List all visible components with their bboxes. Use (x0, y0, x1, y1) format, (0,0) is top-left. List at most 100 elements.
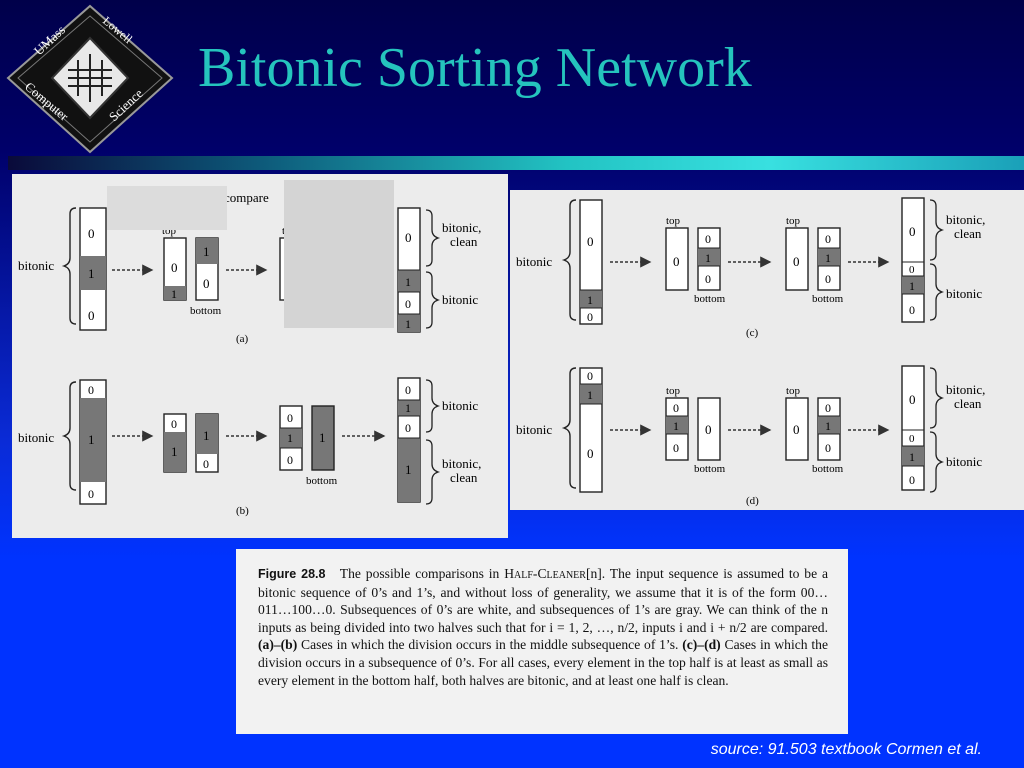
output-label-b-lower-2: clean (450, 470, 478, 485)
input-label-d: bitonic (516, 422, 552, 437)
output-cell-b-3: 0 (405, 421, 411, 435)
input-label-b: bitonic (18, 430, 54, 445)
input-cell-d-2: 1 (587, 388, 593, 402)
title-divider (8, 156, 1024, 170)
output-cell-c-3: 1 (909, 279, 915, 293)
figure-part-label-d: (d) (746, 495, 759, 507)
bottom-label-c-2: bottom (812, 293, 844, 305)
top-label-c: top (666, 215, 681, 227)
input-cell-d-1: 0 (587, 369, 593, 383)
output-cell-a-2: 1 (405, 275, 411, 289)
output-cell-c-2: 0 (909, 264, 915, 276)
bottom-cell-c-2: 1 (705, 251, 711, 265)
compare-top-b-3: 0 (287, 453, 293, 467)
bottom-cell-d: 0 (705, 422, 712, 437)
output-label-b-lower-1: bitonic, (442, 456, 481, 471)
compare-bottom-c-1: 0 (825, 232, 831, 246)
input-label-a: bitonic (18, 258, 54, 273)
input-cell-b-2: 1 (88, 432, 95, 447)
input-cell-b-3: 0 (88, 487, 94, 501)
stage-label-compare: compare (224, 190, 269, 205)
caption-ab-label: (a)–(b) (258, 637, 298, 653)
figure-part-label-a: (a) (236, 333, 249, 345)
compare-bottom-d-1: 0 (825, 401, 831, 415)
compare-bottom-c-2: 1 (825, 251, 831, 265)
figure-caption-scan: Figure 28.8 The possible comparisons in … (236, 549, 848, 734)
top-label-d: top (666, 385, 681, 397)
bottom-label-b: bottom (306, 475, 338, 487)
top-cell-a-2: 1 (171, 287, 177, 301)
output-label-d-upper-1: bitonic, (946, 382, 985, 397)
caption-cd-label: (c)–(d) (682, 637, 721, 653)
input-cell-c-3: 0 (587, 310, 593, 324)
output-label-d-lower: bitonic (946, 454, 982, 469)
input-cell-a-2: 1 (88, 266, 95, 281)
compare-top-c: 0 (793, 254, 800, 269)
input-cell-a-1: 0 (88, 226, 95, 241)
compare-bottom-c-3: 0 (825, 272, 831, 286)
bottom-label-d-1: bottom (694, 463, 726, 475)
input-cell-c-1: 0 (587, 234, 594, 249)
figure-caption: Figure 28.8 The possible comparisons in … (258, 565, 828, 689)
output-cell-c-1: 0 (909, 224, 916, 239)
diagram-ab: divide compare combine bitonic 0 1 0 top… (18, 190, 481, 517)
bottom-cell-c-1: 0 (705, 232, 711, 246)
bottom-label-c-1: bottom (694, 293, 726, 305)
input-cell-c-2: 1 (587, 293, 593, 307)
caption-text-1: The possible comparisons in (339, 566, 505, 581)
figure-scan-cd: bitonic 0 1 0 top 0 0 1 0 bottom top 0 0… (510, 190, 1024, 510)
bottom-cell-a-1: 1 (203, 244, 210, 259)
top-label-d-2: top (786, 385, 801, 397)
compare-top-b-1: 0 (287, 411, 293, 425)
output-label-d-upper-2: clean (954, 396, 982, 411)
top-cell-c: 0 (673, 254, 680, 269)
output-cell-d-1: 0 (909, 392, 916, 407)
output-cell-d-2: 0 (909, 433, 915, 445)
bottom-cell-a-2: 0 (203, 276, 210, 291)
output-cell-a-1: 0 (405, 230, 412, 245)
figure-part-label-b: (b) (236, 505, 249, 517)
compare-bottom-d-3: 0 (825, 441, 831, 455)
output-label-b-upper: bitonic (442, 398, 478, 413)
output-label-a-upper-2: clean (450, 234, 478, 249)
caption-cd-text: Cases in which the division occurs in a … (258, 637, 828, 688)
caption-text-2: [n]. The input sequence is assumed to be… (258, 566, 829, 635)
figure-scan-ab: divide compare combine bitonic 0 1 0 top… (12, 174, 508, 538)
output-label-a-upper-1: bitonic, (442, 220, 481, 235)
top-cell-d-1: 0 (673, 401, 679, 415)
output-cell-d-3: 1 (909, 450, 915, 464)
top-cell-b-1: 0 (171, 417, 177, 431)
output-cell-a-3: 0 (405, 297, 411, 311)
output-label-c-upper-2: clean (954, 226, 982, 241)
input-cell-b-1: 0 (88, 383, 94, 397)
input-cell-a-3: 0 (88, 308, 95, 323)
caption-figure-label: Figure 28.8 (258, 567, 326, 581)
top-cell-d-2: 1 (673, 419, 679, 433)
top-cell-b-2: 1 (171, 444, 178, 459)
input-cell-d-3: 0 (587, 446, 594, 461)
output-cell-d-4: 0 (909, 473, 915, 487)
compare-top-b-2: 1 (287, 431, 293, 445)
umass-lowell-cs-logo: UMass Lowell Computer Science (6, 4, 174, 154)
bottom-cell-b-2: 0 (203, 457, 209, 471)
output-label-a-lower: bitonic (442, 292, 478, 307)
output-label-c-lower: bitonic (946, 286, 982, 301)
caption-half-cleaner: Half-Cleaner (504, 566, 586, 581)
caption-ab-text: Cases in which the division occurs in th… (297, 637, 679, 653)
compare-top-d: 0 (793, 422, 800, 437)
output-cell-b-1: 0 (405, 383, 411, 397)
bottom-label-a-1: bottom (190, 305, 222, 317)
output-cell-a-4: 1 (405, 317, 411, 331)
output-cell-c-4: 0 (909, 303, 915, 317)
bottom-cell-c-3: 0 (705, 272, 711, 286)
input-label-c: bitonic (516, 254, 552, 269)
output-cell-b-4: 1 (405, 462, 412, 477)
diagram-cd: bitonic 0 1 0 top 0 0 1 0 bottom top 0 0… (516, 197, 985, 507)
top-label-c-2: top (786, 215, 801, 227)
source-citation: source: 91.503 textbook Cormen et al. (710, 741, 982, 758)
figure-part-label-c: (c) (746, 327, 759, 339)
compare-bottom-b: 1 (319, 430, 326, 445)
output-label-c-upper-1: bitonic, (946, 212, 985, 227)
bottom-label-d-2: bottom (812, 463, 844, 475)
bottom-cell-b-1: 1 (203, 428, 210, 443)
